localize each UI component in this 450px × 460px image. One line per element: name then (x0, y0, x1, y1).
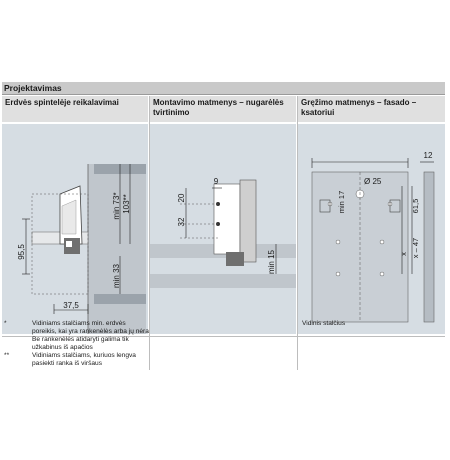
drawer-back-panel (213, 183, 241, 255)
dim-min33-label: min 33 (112, 263, 121, 288)
rear-fixing-diagram: 9 20 32 min 15 (150, 177, 296, 288)
dim-x47-label: x – 47 (411, 238, 420, 258)
column-separator (297, 96, 298, 370)
drawing-front-drilling: 12 min 17 Ø 25 61,5 x – 47 x (298, 124, 445, 334)
note-marker: ** (4, 352, 10, 359)
column-heading-front-drilling: Gręžimo matmenys – fasado – ksatoriui (298, 96, 445, 122)
notes-separator (2, 336, 445, 337)
dim-height-label: 95,5 (17, 244, 26, 260)
space-requirements-diagram: 95,5 min 73* 103** min 33 37,5 (17, 164, 146, 334)
column-heading-rear-fixing: Montavimo matmenys – nugarėlės tvirtinim… (150, 96, 296, 122)
dim-9-label: 9 (214, 177, 219, 186)
note-text: Vidiniams stalčiams min. erdvės poreikis… (32, 320, 149, 351)
dim-103-label: 103** (122, 194, 131, 214)
rear-fixing-bracket (226, 252, 244, 266)
note-inner-drawer: Vidinis stalčius (302, 320, 346, 327)
dim-x-label: x (399, 252, 408, 256)
dim-20-label: 20 (177, 193, 186, 202)
drawing-space-requirements: 95,5 min 73* 103** min 33 37,5 (2, 124, 148, 334)
note-marker: * (4, 320, 7, 327)
cabinet-side (88, 164, 146, 334)
front-drilling-diagram: 12 min 17 Ø 25 61,5 x – 47 x (311, 151, 435, 323)
section-title: Projektavimas (2, 82, 445, 95)
dim-12-label: 12 (424, 151, 433, 160)
dim-61-5-label: 61,5 (411, 199, 420, 214)
column-heading-space-requirements: Erdvės spintelėje reikalavimai (2, 96, 148, 122)
dim-min17-label: min 17 (337, 191, 346, 214)
dim-32-label: 32 (177, 217, 186, 226)
design-sheet: Projektavimas Erdvės spintelėje reikalav… (2, 82, 445, 370)
cabinet-bottom-panel (94, 294, 146, 304)
dim-depth-label: 37,5 (63, 301, 79, 310)
drawer-side-profile (239, 179, 257, 263)
column-separator (149, 96, 150, 370)
note-text: Vidiniams stalčiams, kuriuos lengva pasi… (32, 352, 136, 367)
drawing-rear-fixing: 9 20 32 min 15 (150, 124, 296, 334)
clearance-zone (31, 193, 89, 295)
dim-diameter-label: Ø 25 (364, 177, 382, 186)
dim-min73-label: min 73* (112, 192, 121, 219)
front-panel-edge (423, 171, 435, 323)
dim-min15-label: min 15 (267, 249, 276, 274)
